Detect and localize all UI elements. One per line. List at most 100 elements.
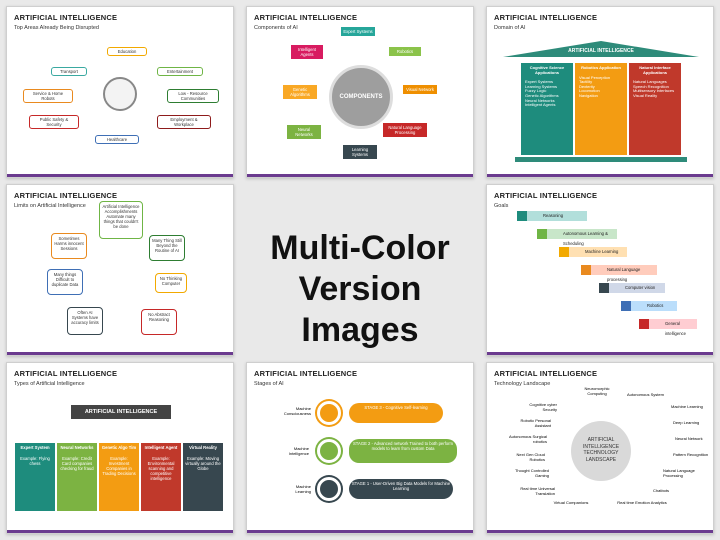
slide-title: ARTIFICIAL INTELLIGENCE: [254, 369, 358, 378]
temple-roof: [503, 41, 699, 57]
tech-robotic-assistant: Robotic Personal Assistant: [520, 418, 551, 428]
slide-components[interactable]: ARTIFICIAL INTELLIGENCE Components of AI…: [246, 6, 474, 178]
temple-base: [515, 157, 687, 162]
limit-harms: Sometimes Harms innocent Sessions: [51, 233, 87, 259]
area-low-resource: Low - Resource Communities: [167, 89, 219, 103]
slide-footer-bar: [247, 174, 473, 177]
slide-subtitle: Limits on Artificial Intelligence: [14, 203, 86, 209]
comp-neural-networks: Neural Networks: [287, 125, 321, 140]
slide-domain[interactable]: ARTIFICIAL INTELLIGENCE Domain of AI ART…: [486, 6, 714, 178]
slide-title: ARTIFICIAL INTELLIGENCE: [254, 13, 358, 22]
tech-nlp: Natural Language Processing: [663, 468, 695, 478]
tech-deep-learning: Deep Learning: [673, 420, 700, 425]
area-public-safety: Public Safety & Security: [29, 115, 79, 129]
area-service-robots: Service & Home Robots: [23, 89, 73, 103]
brain-icon: [103, 77, 137, 111]
slide-subtitle: Domain of AI: [494, 25, 526, 31]
area-education: Education: [107, 47, 147, 56]
comp-nlp: Natural Language Processing: [383, 123, 427, 138]
comp-robotics: Robotics: [389, 47, 421, 57]
domain-col-cognitive: Cognitive Science Applications Expert Sy…: [521, 63, 573, 155]
slide-subtitle: Top Areas Already Being Disrupted: [14, 25, 99, 31]
slide-title: ARTIFICIAL INTELLIGENCE: [494, 191, 598, 200]
tech-cloud-robotics: Next Gen Cloud Robotics: [516, 452, 545, 462]
stage-2-icon: [317, 439, 341, 463]
components-hub: COMPONENTS: [329, 65, 393, 129]
slide-subtitle: Components of AI: [254, 25, 298, 31]
slide-footer-bar: [247, 530, 473, 533]
area-transport: Transport: [51, 67, 87, 76]
goal-computer-vision: Computer vision: [599, 283, 665, 293]
slide-top-areas[interactable]: ARTIFICIAL INTELLIGENCE Top Areas Alread…: [6, 6, 234, 178]
tech-autonomous-system: Autonomous System: [627, 392, 664, 397]
limit-duplicate: Many things Difficult to duplicate Data: [47, 269, 83, 295]
area-healthcare: Healthcare: [95, 135, 139, 144]
slide-goals[interactable]: ARTIFICIAL INTELLIGENCE Goals Reasoning …: [486, 184, 714, 356]
slide-landscape[interactable]: ARTIFICIAL INTELLIGENCE Technology Lands…: [486, 362, 714, 534]
tech-pattern-recognition: Pattern Recognition: [673, 452, 709, 457]
tech-cognitive-security: Cognitive cyber Security: [529, 402, 557, 412]
limit-no-abstract: No Abstract Reasoning: [141, 309, 177, 335]
stage-label-1: Machine Learning: [295, 484, 311, 494]
tech-neuromorphic: Neuromorphic Computing: [584, 386, 610, 396]
slide-subtitle: Goals: [494, 203, 509, 209]
goal-autonomous-learning: Autonomous Learning & Scheduling: [537, 229, 617, 246]
roof-label: ARTIFICIAL INTELLIGENCE: [568, 48, 634, 54]
stage-label-2: Machine Intelligence: [288, 446, 309, 456]
tech-neural-network: Neural Network: [675, 436, 703, 441]
slide-footer-bar: [7, 530, 233, 533]
slide-title: ARTIFICIAL INTELLIGENCE: [14, 191, 118, 200]
limit-no-thinking: No Thinking Computer: [155, 273, 187, 293]
tech-machine-learning: Machine Learning: [671, 404, 703, 409]
goal-machine-learning: Machine Learning: [559, 247, 627, 257]
domain-col-natural: Natural Interface Applications Natural L…: [629, 63, 681, 155]
stage-3-text: STAGE 3 - Cognitive Self-learning: [349, 403, 443, 423]
slide-subtitle: Types of Artificial Intelligence: [14, 381, 85, 387]
slide-title: ARTIFICIAL INTELLIGENCE: [14, 369, 118, 378]
slide-stages[interactable]: ARTIFICIAL INTELLIGENCE Stages of AI Mac…: [246, 362, 474, 534]
stage-1-text: STAGE 1 - User-Driven Big Data Models fo…: [349, 479, 453, 499]
tech-surgical-robotics: Autonomous Surgical robotics: [508, 434, 547, 444]
area-employment: Employment & Workplace: [157, 115, 211, 129]
comp-genetic-algorithms: Genetic Algorithms: [283, 85, 317, 100]
tech-thought-gaming: Thought Controlled Gaming: [514, 468, 549, 478]
comp-intelligent-agents: Intelligent Agents: [291, 45, 323, 60]
page-title: Multi-Color Version Images: [270, 229, 450, 349]
limit-beyond-routine: Many Thing Still Beyond the Routine of A…: [149, 235, 185, 261]
slide-footer-bar: [487, 352, 713, 355]
slide-footer-bar: [7, 174, 233, 177]
tech-virtual-companions: Virtual Companions: [553, 500, 589, 505]
comp-expert-systems: Expert Systems: [341, 27, 375, 37]
slide-subtitle: Stages of AI: [254, 381, 284, 387]
slide-footer-bar: [487, 174, 713, 177]
types-banner: ARTIFICIAL INTELLIGENCE: [71, 405, 171, 419]
landscape-hub: ARTIFICIAL INTELLIGENCE TECHNOLOGY LANDS…: [571, 421, 631, 481]
stage-1-icon: [317, 477, 341, 501]
slide-types[interactable]: ARTIFICIAL INTELLIGENCE Types of Artific…: [6, 362, 234, 534]
tech-emotion-analytics: Real time Emotion Analytics: [617, 500, 667, 505]
tech-chatbots: Chatbots: [653, 488, 670, 493]
stage-2-text: STAGE 2 - Advanced network Trained to bo…: [349, 439, 457, 463]
area-entertainment: Entertainment: [157, 67, 203, 76]
stage-label-3: Machine Consciousness: [283, 406, 311, 416]
slide-subtitle: Technology Landscape: [494, 381, 551, 387]
slide-limits[interactable]: ARTIFICIAL INTELLIGENCE Limits on Artifi…: [6, 184, 234, 356]
slide-title: ARTIFICIAL INTELLIGENCE: [14, 13, 118, 22]
goal-general-intelligence: General intelligence: [639, 319, 697, 336]
goal-nlp: Natural Language processing: [581, 265, 657, 282]
slide-title: ARTIFICIAL INTELLIGENCE: [494, 13, 598, 22]
comp-visual-network: Visual Network: [403, 85, 437, 95]
goal-robotics: Robotics: [621, 301, 677, 311]
slide-footer-bar: [7, 352, 233, 355]
slide-footer-bar: [487, 530, 713, 533]
goal-reasoning: Reasoning: [517, 211, 587, 221]
